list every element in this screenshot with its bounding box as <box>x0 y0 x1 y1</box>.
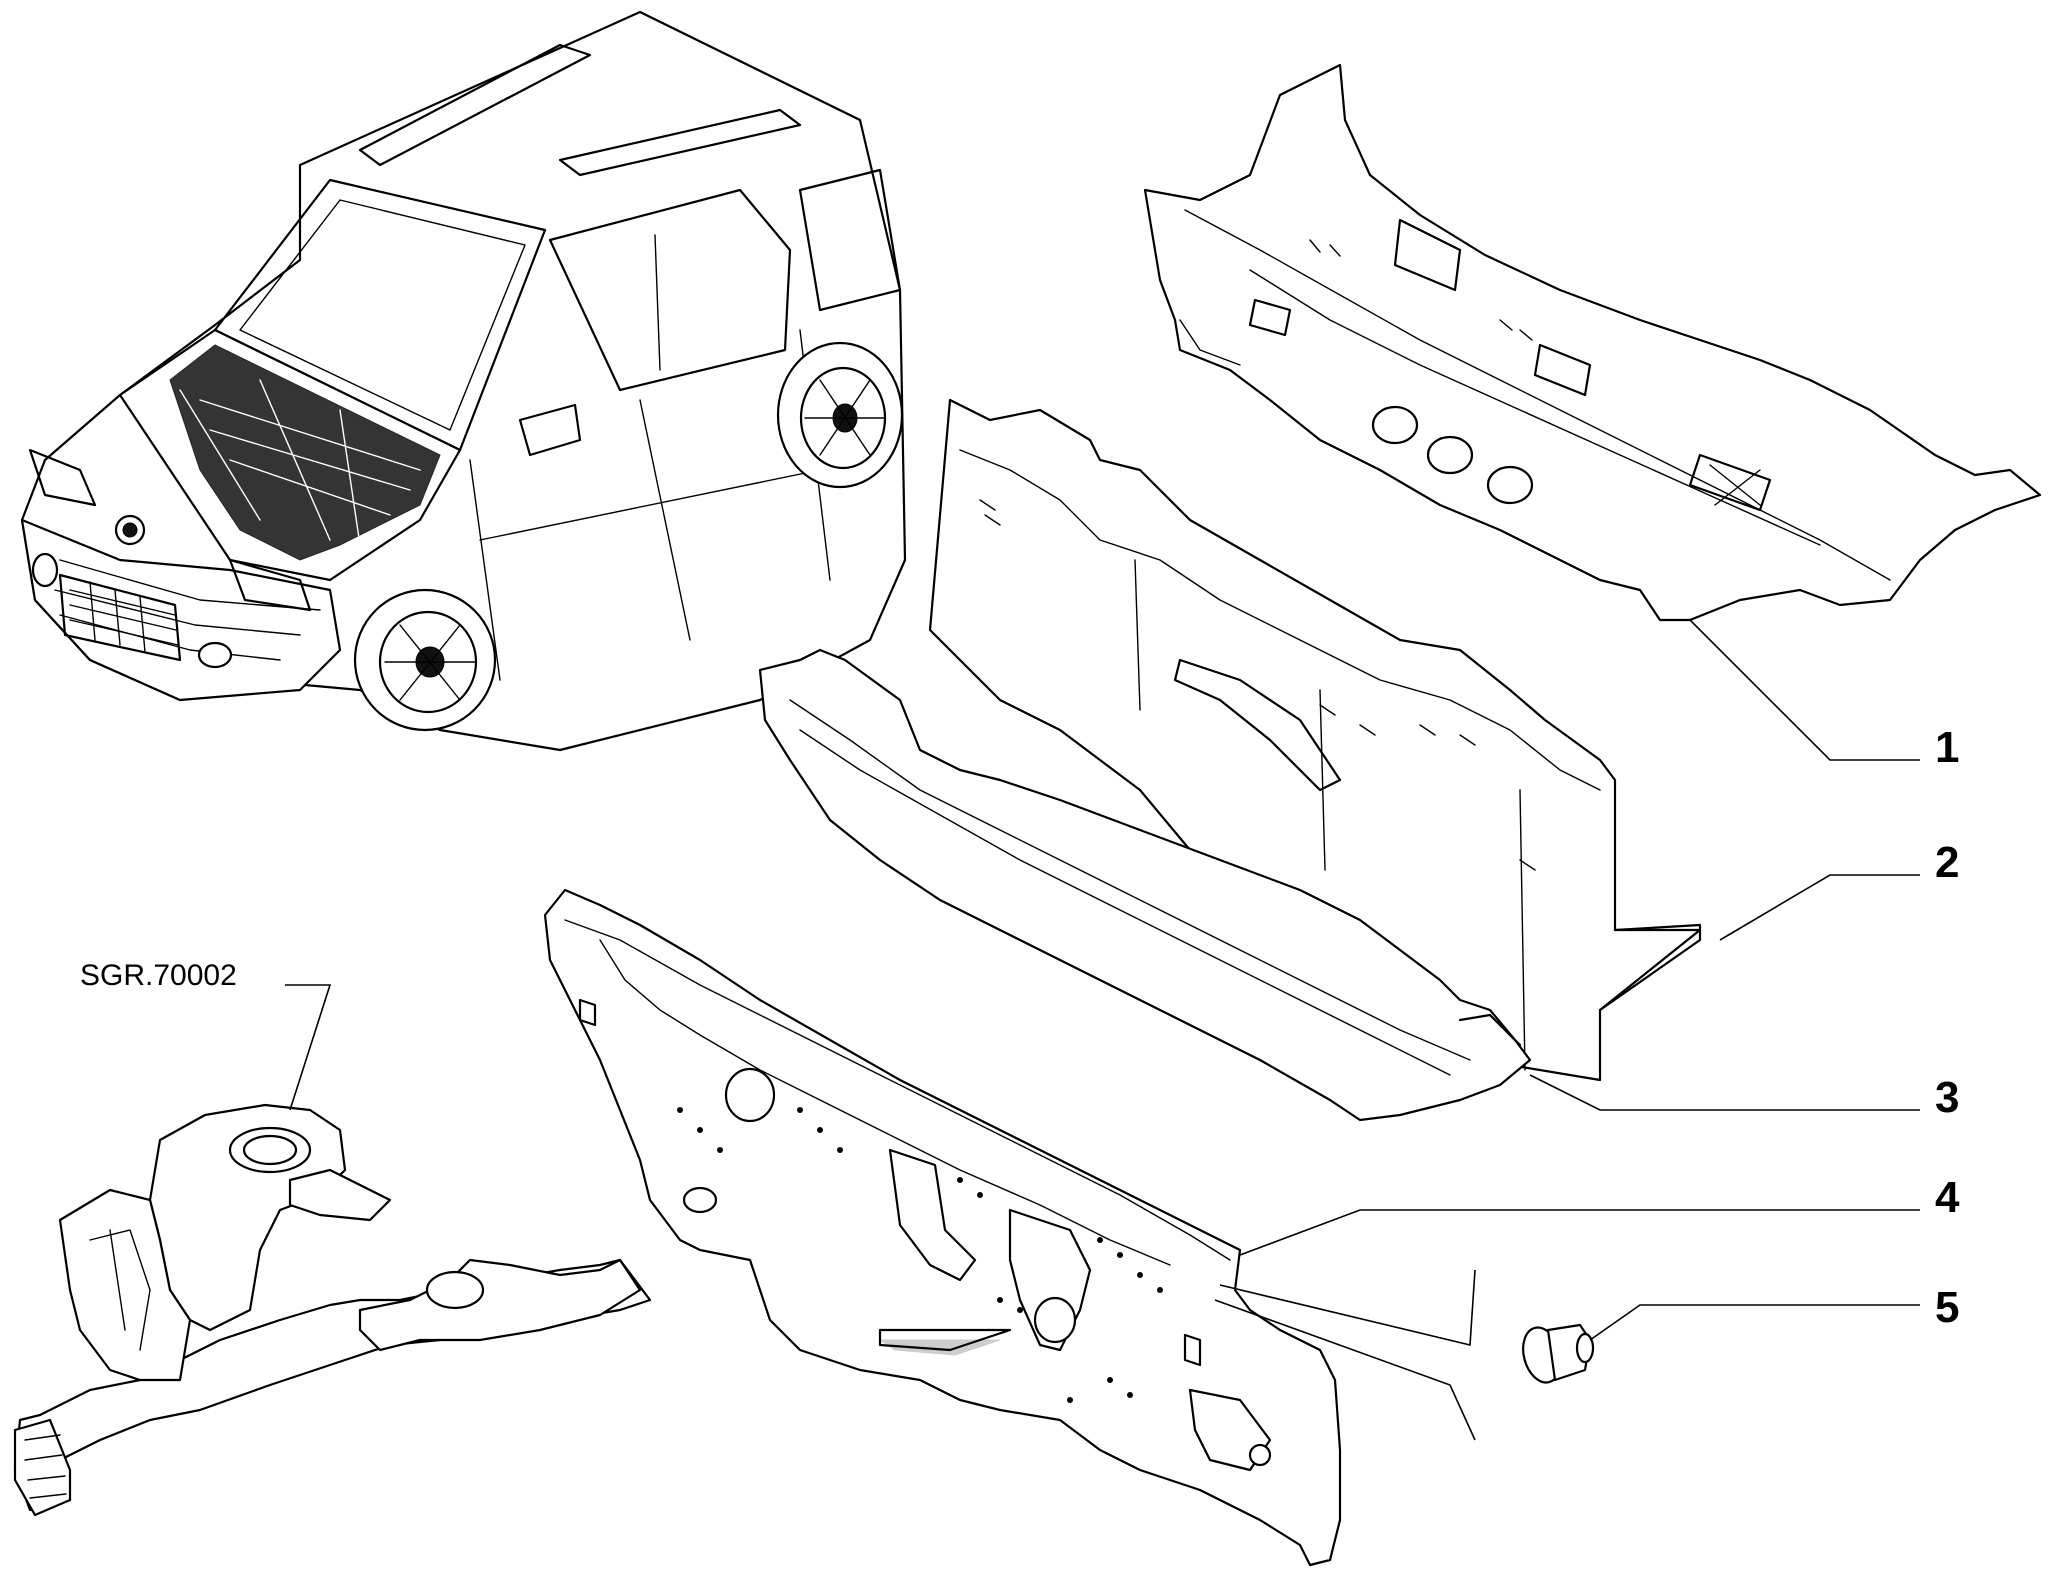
leader-line-5 <box>1589 1304 1920 1341</box>
part-4-dashboard-bulkhead-panel <box>543 888 1342 1567</box>
callout-number-3: 3 <box>1935 1073 1959 1122</box>
part-2-bulkhead-insulation-panel <box>928 398 1702 1082</box>
leader-line-1 <box>1689 619 1920 761</box>
leader-line-sgr <box>285 984 332 1111</box>
callout-number-4: 4 <box>1935 1173 1960 1222</box>
callout-number-1: 1 <box>1935 723 1959 772</box>
leader-line-4 <box>1239 1209 1920 1256</box>
sgr-70002-front-rail-assembly <box>13 1103 652 1517</box>
leader-line-4-clip-a <box>1219 1269 1476 1346</box>
callout-leader-lines <box>285 619 1920 1441</box>
part-3-lower-cross-member-tray <box>758 648 1532 1122</box>
part-1-upper-cowl-panel <box>1143 63 2042 622</box>
vehicle-illustration <box>20 10 907 752</box>
reference-label-sgr-70002: SGR.70002 <box>80 959 237 992</box>
leader-line-4-clip-b <box>1214 1299 1476 1441</box>
callout-number-2: 2 <box>1935 838 1959 887</box>
part-5-retaining-clip <box>1522 1323 1595 1384</box>
callout-number-5: 5 <box>1935 1283 1959 1332</box>
leader-line-2 <box>1719 874 1920 941</box>
leader-line-3 <box>1529 1074 1920 1111</box>
